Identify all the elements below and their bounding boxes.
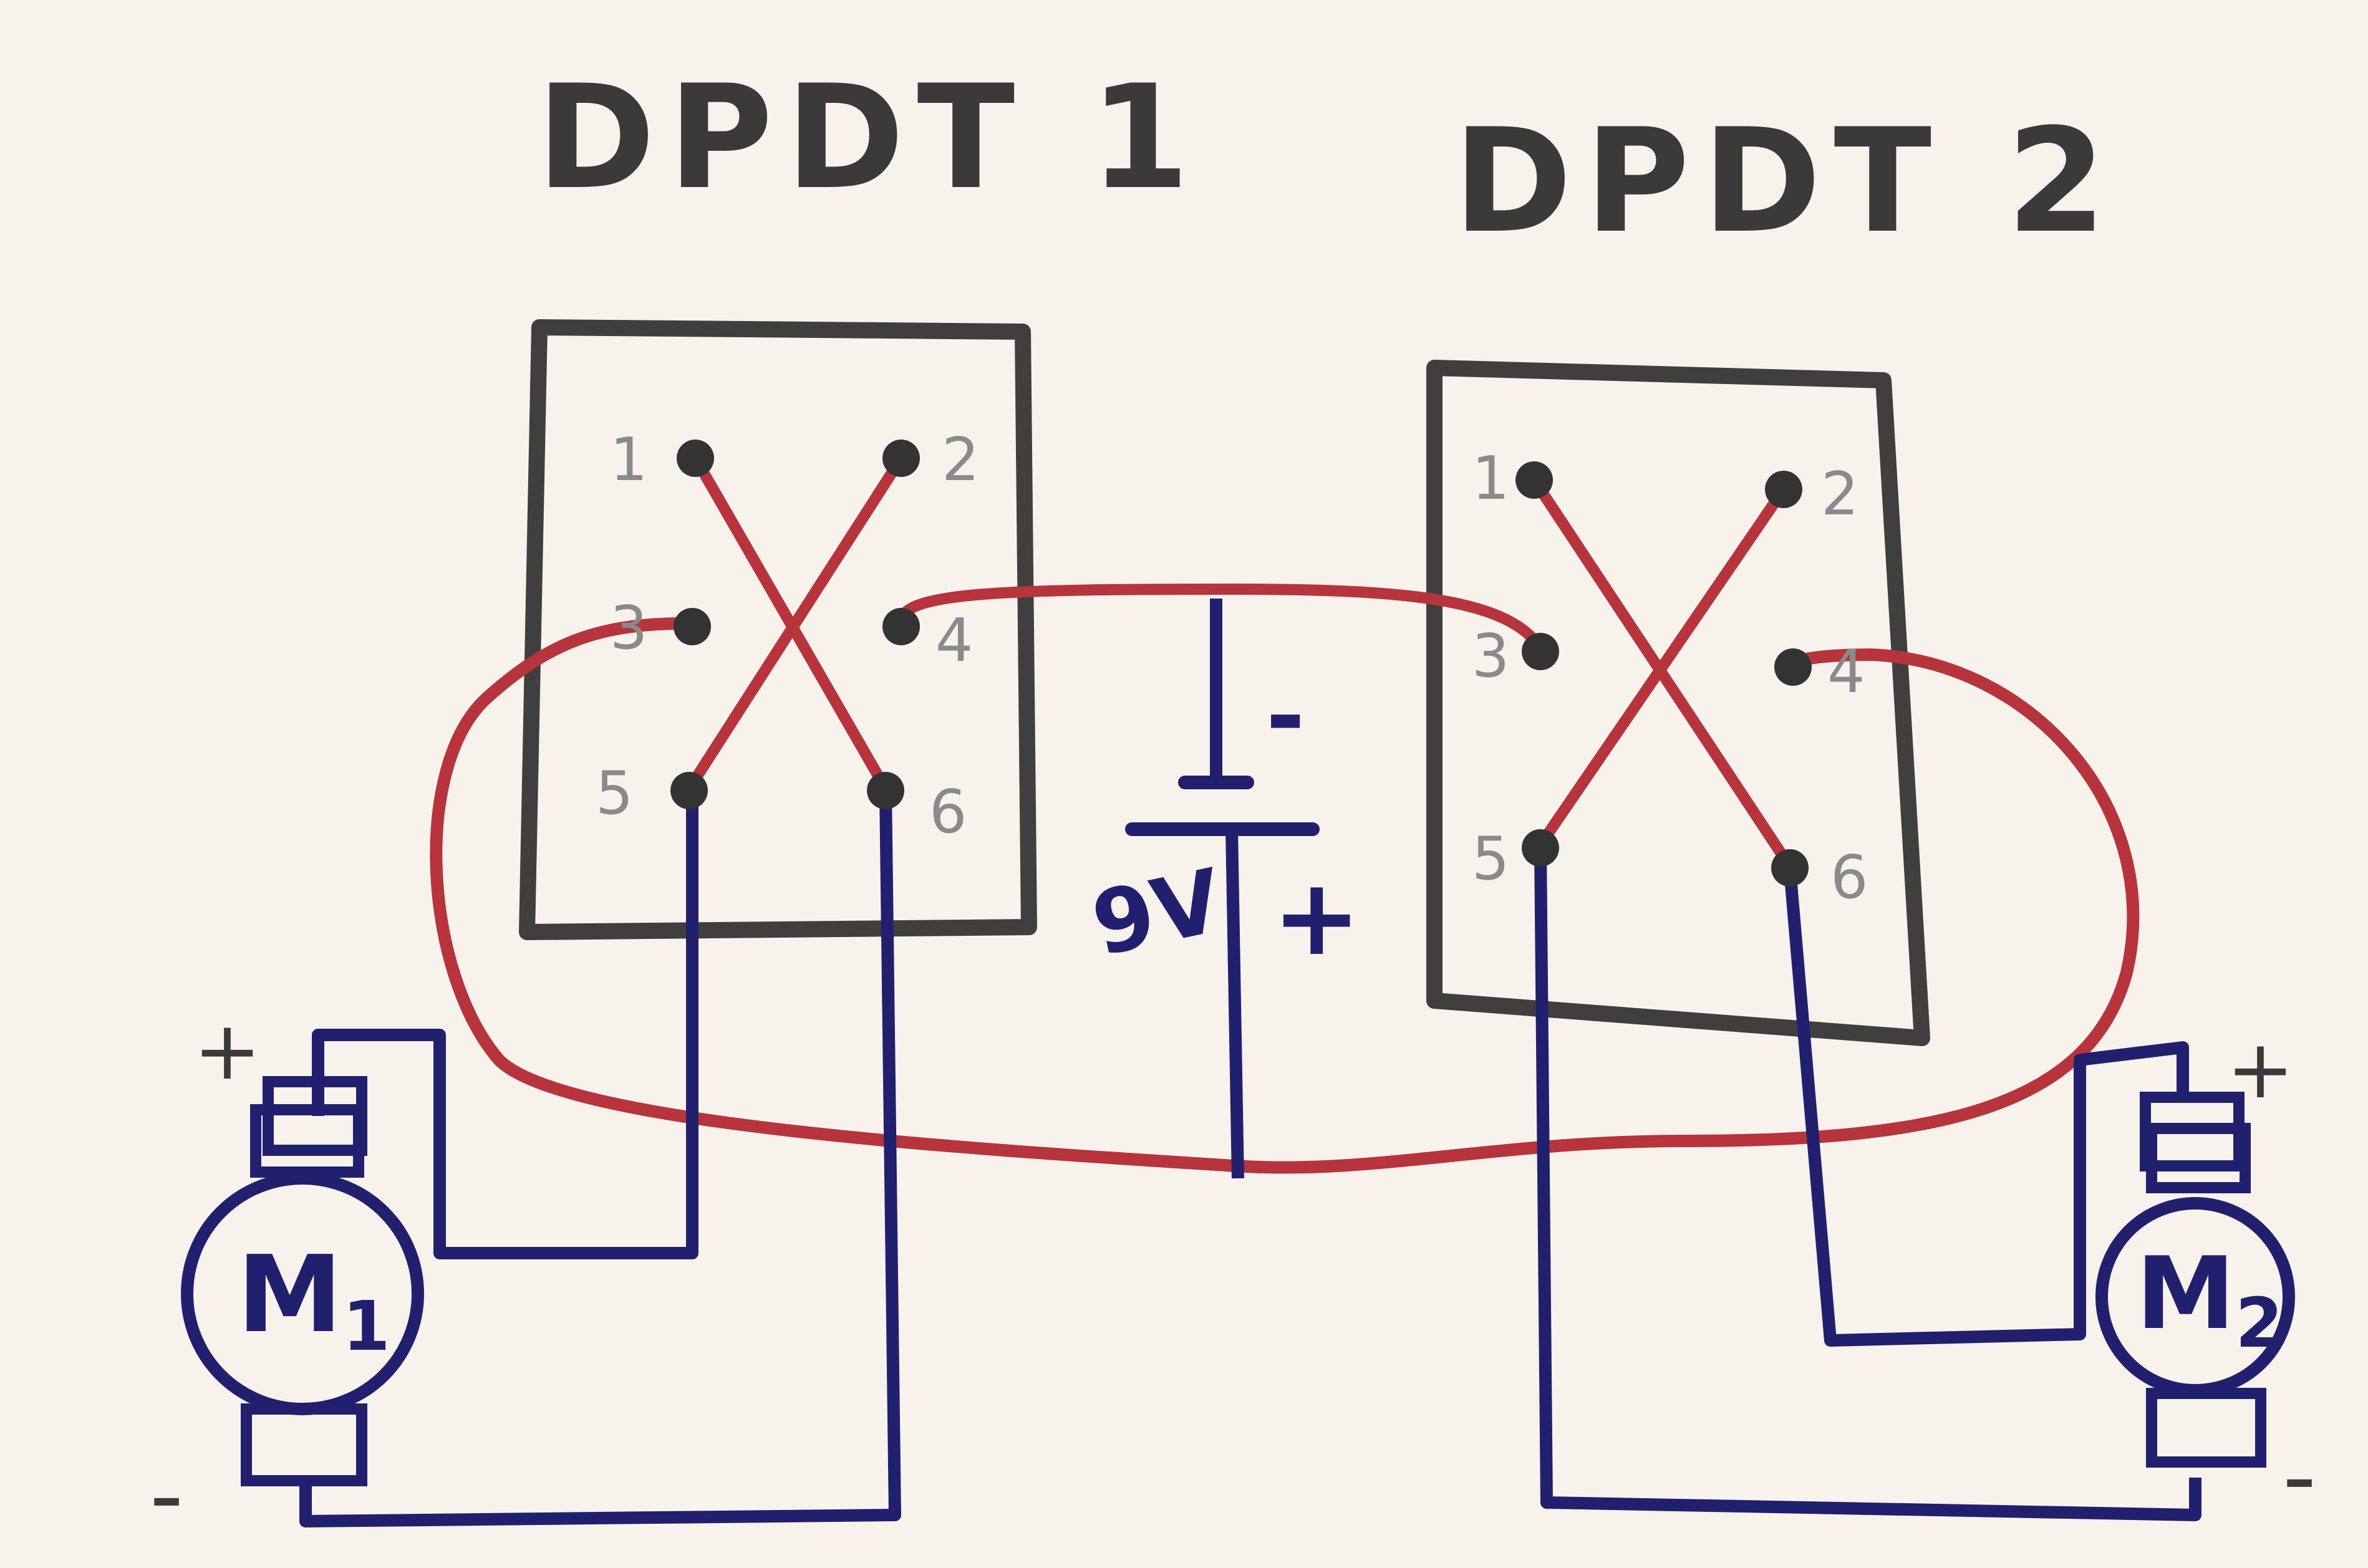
blue-wire-s2-pin5-to-m2-minus <box>1534 847 2201 1521</box>
dpdt2-cross-wire-2-5 <box>1535 484 1789 850</box>
dpdt1-pin-1 <box>677 440 714 477</box>
dpdt1-pin-4-label: 4 <box>935 607 973 675</box>
dpdt2-switch-body <box>1426 360 1930 1046</box>
dpdt2-pin-1 <box>1515 461 1553 499</box>
dpdt1-pin-6 <box>867 772 904 809</box>
dpdt1-pin-3 <box>674 608 711 645</box>
m2-top-brush <box>2146 1123 2251 1193</box>
blue-wire-s2-pin6-to-m2-plus <box>1784 869 2189 1347</box>
battery-pos-label: + <box>1272 856 1361 979</box>
dpdt1-cross-wire-2-5 <box>684 453 907 794</box>
red-top-wire <box>895 583 1546 654</box>
dpdt2-pin-6-label: 6 <box>1830 844 1868 912</box>
dpdt2-pin-5 <box>1522 829 1559 867</box>
m1-plus-label: + <box>193 1003 261 1098</box>
m2-bottom-brush <box>2146 1388 2266 1468</box>
dpdt2-title: DPDT 2 <box>1453 99 2119 265</box>
red-outer-loop-wire <box>430 617 2140 1174</box>
dpdt1-pin-4 <box>882 608 920 645</box>
dpdt1-pin-1-label: 1 <box>610 426 647 494</box>
blue-wire-s1-pin5-to-m1-plus <box>312 792 698 1259</box>
dpdt2-pin-5-label: 5 <box>1472 825 1509 893</box>
dpdt1-pins: 1 2 3 4 5 6 <box>596 426 979 847</box>
dpdt2-pin-4 <box>1774 648 1812 686</box>
dpdt1-switch-body <box>519 319 1037 940</box>
m1-minus-label: - <box>150 1441 183 1550</box>
dpdt2-pin-4-label: 4 <box>1827 638 1865 706</box>
dpdt2-pin-3 <box>1522 633 1559 670</box>
battery-bottom-wire <box>1225 829 1244 1179</box>
dpdt1-pin-3-label: 3 <box>610 594 647 663</box>
m2-label: M2 <box>2136 1235 2283 1363</box>
dpdt2-pin-1-label: 1 <box>1472 445 1509 513</box>
dpdt1-pin-6-label: 6 <box>929 778 967 847</box>
dpdt2-pin-2-label: 2 <box>1821 460 1858 529</box>
m2-plus-label: + <box>2226 1022 2294 1117</box>
dpdt2-pin-2 <box>1765 471 1802 508</box>
m1-label: M1 <box>237 1233 390 1366</box>
battery-neg-label: - <box>1266 662 1305 771</box>
dpdt1-pin-2 <box>882 440 920 477</box>
m2-minus-label: - <box>2283 1423 2316 1531</box>
dpdt1-pin-5-label: 5 <box>596 759 633 828</box>
dpdt1-title: DPDT 1 <box>536 55 1202 221</box>
dpdt1-pin-5 <box>670 772 708 809</box>
m1-top-brush <box>250 1104 364 1178</box>
motor-m1: M1 + - <box>150 1003 424 1550</box>
dpdt2-pin-6 <box>1771 849 1809 887</box>
battery-voltage-label: 9V <box>1084 850 1230 976</box>
dpdt2-pins: 1 2 3 4 5 6 <box>1472 445 1868 912</box>
m1-bottom-brush <box>241 1403 367 1486</box>
dpdt2-pin-3-label: 3 <box>1472 622 1509 691</box>
motor-m2: M2 + - <box>2095 1022 2316 1531</box>
blue-wire-s1-pin6-to-m1-minus <box>299 791 901 1527</box>
dpdt1-pin-2-label: 2 <box>942 426 979 494</box>
